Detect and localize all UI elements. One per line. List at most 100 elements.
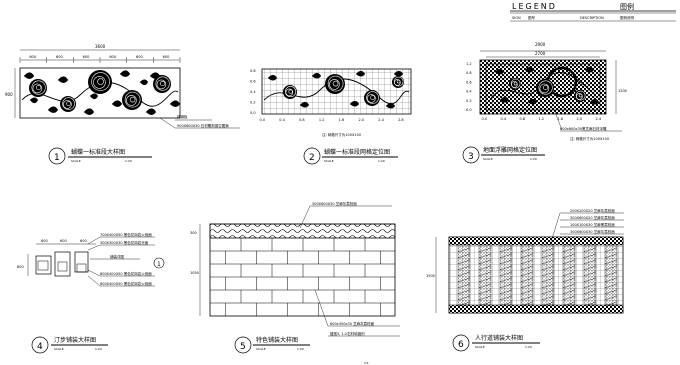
herringbone-line bbox=[499, 253, 513, 259]
d3-number-circle bbox=[462, 146, 480, 164]
d6-note-3: 100X100X30 芝麻黑荔枝面 bbox=[570, 222, 615, 227]
herringbone-line bbox=[604, 271, 618, 277]
rose-petal-line bbox=[575, 90, 586, 101]
rose-petal-line bbox=[539, 83, 550, 94]
d1-number-circle bbox=[48, 147, 66, 165]
d2-x-tick-label: 2.4 bbox=[378, 118, 384, 122]
d3-y-tick-label: 0.8 bbox=[466, 71, 472, 75]
d2-scale-label: SCALE bbox=[324, 159, 334, 163]
d6-number: 6 bbox=[458, 340, 464, 350]
legend-col-desc: DESCRIPTION bbox=[580, 16, 604, 20]
d4-number: 4 bbox=[37, 342, 43, 352]
d4-title: 汀步铺装大样图 bbox=[54, 336, 96, 344]
detail-5-title: 5 特色铺装大样图 SCALE 1:20 bbox=[234, 336, 310, 354]
leaf-shape bbox=[494, 68, 505, 75]
d3-x-tick-label: 1.6 bbox=[558, 117, 564, 121]
d3-title: 地面浮雕网格定位图 bbox=[483, 146, 537, 154]
paving-strip bbox=[478, 244, 492, 306]
d4-detail-circle bbox=[153, 257, 165, 269]
legend-title-cn: 图例 bbox=[620, 2, 634, 11]
leaf-shape bbox=[23, 72, 35, 79]
rose-petal-line bbox=[129, 96, 136, 103]
d1-seg-dim: 600 bbox=[29, 55, 36, 59]
herringbone-line bbox=[583, 265, 597, 271]
herringbone-line bbox=[541, 265, 555, 271]
rose-petal-line bbox=[367, 94, 376, 103]
herringbone-line bbox=[562, 283, 576, 289]
d6-side-dim: 1500 bbox=[426, 274, 435, 278]
d1-title: 蝴蝶一标准段大样图 bbox=[71, 148, 125, 156]
d1-total-dim: 3600 bbox=[95, 44, 106, 49]
d5-note-1: 600x300x30 芝麻灰荔枝面 bbox=[330, 321, 375, 326]
herringbone-line bbox=[583, 301, 597, 307]
d5-side-dim: 1050 bbox=[190, 271, 199, 275]
d3-x-tick-label: 1.2 bbox=[539, 117, 545, 121]
d3-inner-dim: 2700 bbox=[535, 51, 546, 56]
d4-number-circle bbox=[31, 336, 49, 354]
d3-y-tick-label: 0.2 bbox=[466, 99, 472, 103]
d2-y-tick-label: 0.4 bbox=[250, 90, 256, 94]
d2-number: 2 bbox=[309, 153, 315, 163]
d1-scale-label: SCALE bbox=[71, 159, 81, 163]
leaf-shape bbox=[584, 66, 595, 73]
herringbone-line bbox=[457, 265, 471, 271]
detail-1-title: 1 蝴蝶一标准段大样图 SCALE 1:20 bbox=[48, 147, 152, 165]
detail-6-sidewalk: 1500 200X200X20 芝麻灰荔枝面 300X600X20 芝麻灰荔枝面… bbox=[426, 208, 624, 314]
rose-petal-line bbox=[513, 81, 518, 86]
d6-panel bbox=[448, 236, 624, 314]
herringbone-line bbox=[604, 259, 618, 265]
d6-note-1: 200X200X20 芝麻灰荔枝面 bbox=[570, 208, 615, 213]
d5-number: 5 bbox=[240, 342, 246, 352]
leaf-shape bbox=[393, 70, 404, 77]
detail-4-title: 4 汀步铺装大样图 SCALE 1:20 bbox=[31, 336, 108, 354]
rose-petal-line bbox=[93, 76, 106, 89]
herringbone-line bbox=[457, 277, 471, 283]
herringbone-line bbox=[457, 295, 471, 301]
herringbone-line bbox=[520, 277, 534, 283]
herringbone-line bbox=[478, 289, 492, 295]
herringbone-line bbox=[583, 247, 597, 253]
d3-y-tick-label: 1.2 bbox=[466, 62, 472, 66]
d1-scale-value: 1:20 bbox=[125, 159, 132, 163]
d3-side-dim: 1200 bbox=[618, 89, 627, 93]
d1-note-1: 锈钢板 bbox=[177, 114, 188, 119]
d4-side-dim: 800 bbox=[17, 265, 24, 269]
herringbone-line bbox=[520, 247, 534, 253]
rose-petal-line bbox=[394, 79, 401, 86]
d2-y-tick-label: 0.8 bbox=[250, 69, 256, 73]
rose-petal-line bbox=[32, 83, 43, 94]
d4-scale-label: SCALE bbox=[54, 347, 64, 351]
herringbone-line bbox=[562, 247, 576, 253]
herringbone-line bbox=[604, 277, 618, 283]
d6-top-band bbox=[448, 236, 624, 246]
leaf-shape bbox=[47, 106, 59, 113]
detail-6-title: 6 人行道铺装大样图 SCALE 1:20 bbox=[452, 334, 540, 352]
leaf-shape bbox=[524, 66, 535, 73]
d1-note-2: 900X600X30 石材雕刻镂空图案 bbox=[177, 123, 229, 128]
d6-bottom-band bbox=[448, 304, 624, 314]
herringbone-line bbox=[541, 253, 555, 259]
legend-block: LEGEND 图例 SIGN 图号 DESCRIPTION 图例说明 bbox=[510, 2, 676, 22]
d1-height-dim: 900 bbox=[5, 92, 13, 97]
d4-note-4: 600X400X50 黑色花岗岩火烧面 bbox=[100, 281, 152, 286]
herringbone-line bbox=[583, 289, 597, 295]
d2-number-circle bbox=[303, 147, 321, 165]
herringbone-line bbox=[457, 289, 471, 295]
leaf-shape bbox=[119, 70, 131, 77]
leaf-shape bbox=[145, 108, 157, 115]
leaf-shape bbox=[111, 100, 123, 107]
herringbone-line bbox=[457, 301, 471, 307]
d2-x-tick-label: 1.2 bbox=[319, 118, 325, 122]
leaf-shape bbox=[385, 102, 396, 109]
herringbone-line bbox=[562, 253, 576, 259]
rose-petal-line bbox=[543, 85, 549, 91]
herringbone-line bbox=[457, 247, 471, 253]
leaf-shape bbox=[57, 76, 69, 83]
d6-scale-label: SCALE bbox=[475, 345, 485, 349]
d3-y-tick-label: 0.4 bbox=[466, 90, 472, 94]
herringbone-line bbox=[541, 289, 555, 295]
herringbone-line bbox=[583, 253, 597, 259]
d2-y-tick-label: 0.0 bbox=[250, 111, 256, 115]
herringbone-line bbox=[583, 259, 597, 265]
herringbone-line bbox=[562, 277, 576, 283]
